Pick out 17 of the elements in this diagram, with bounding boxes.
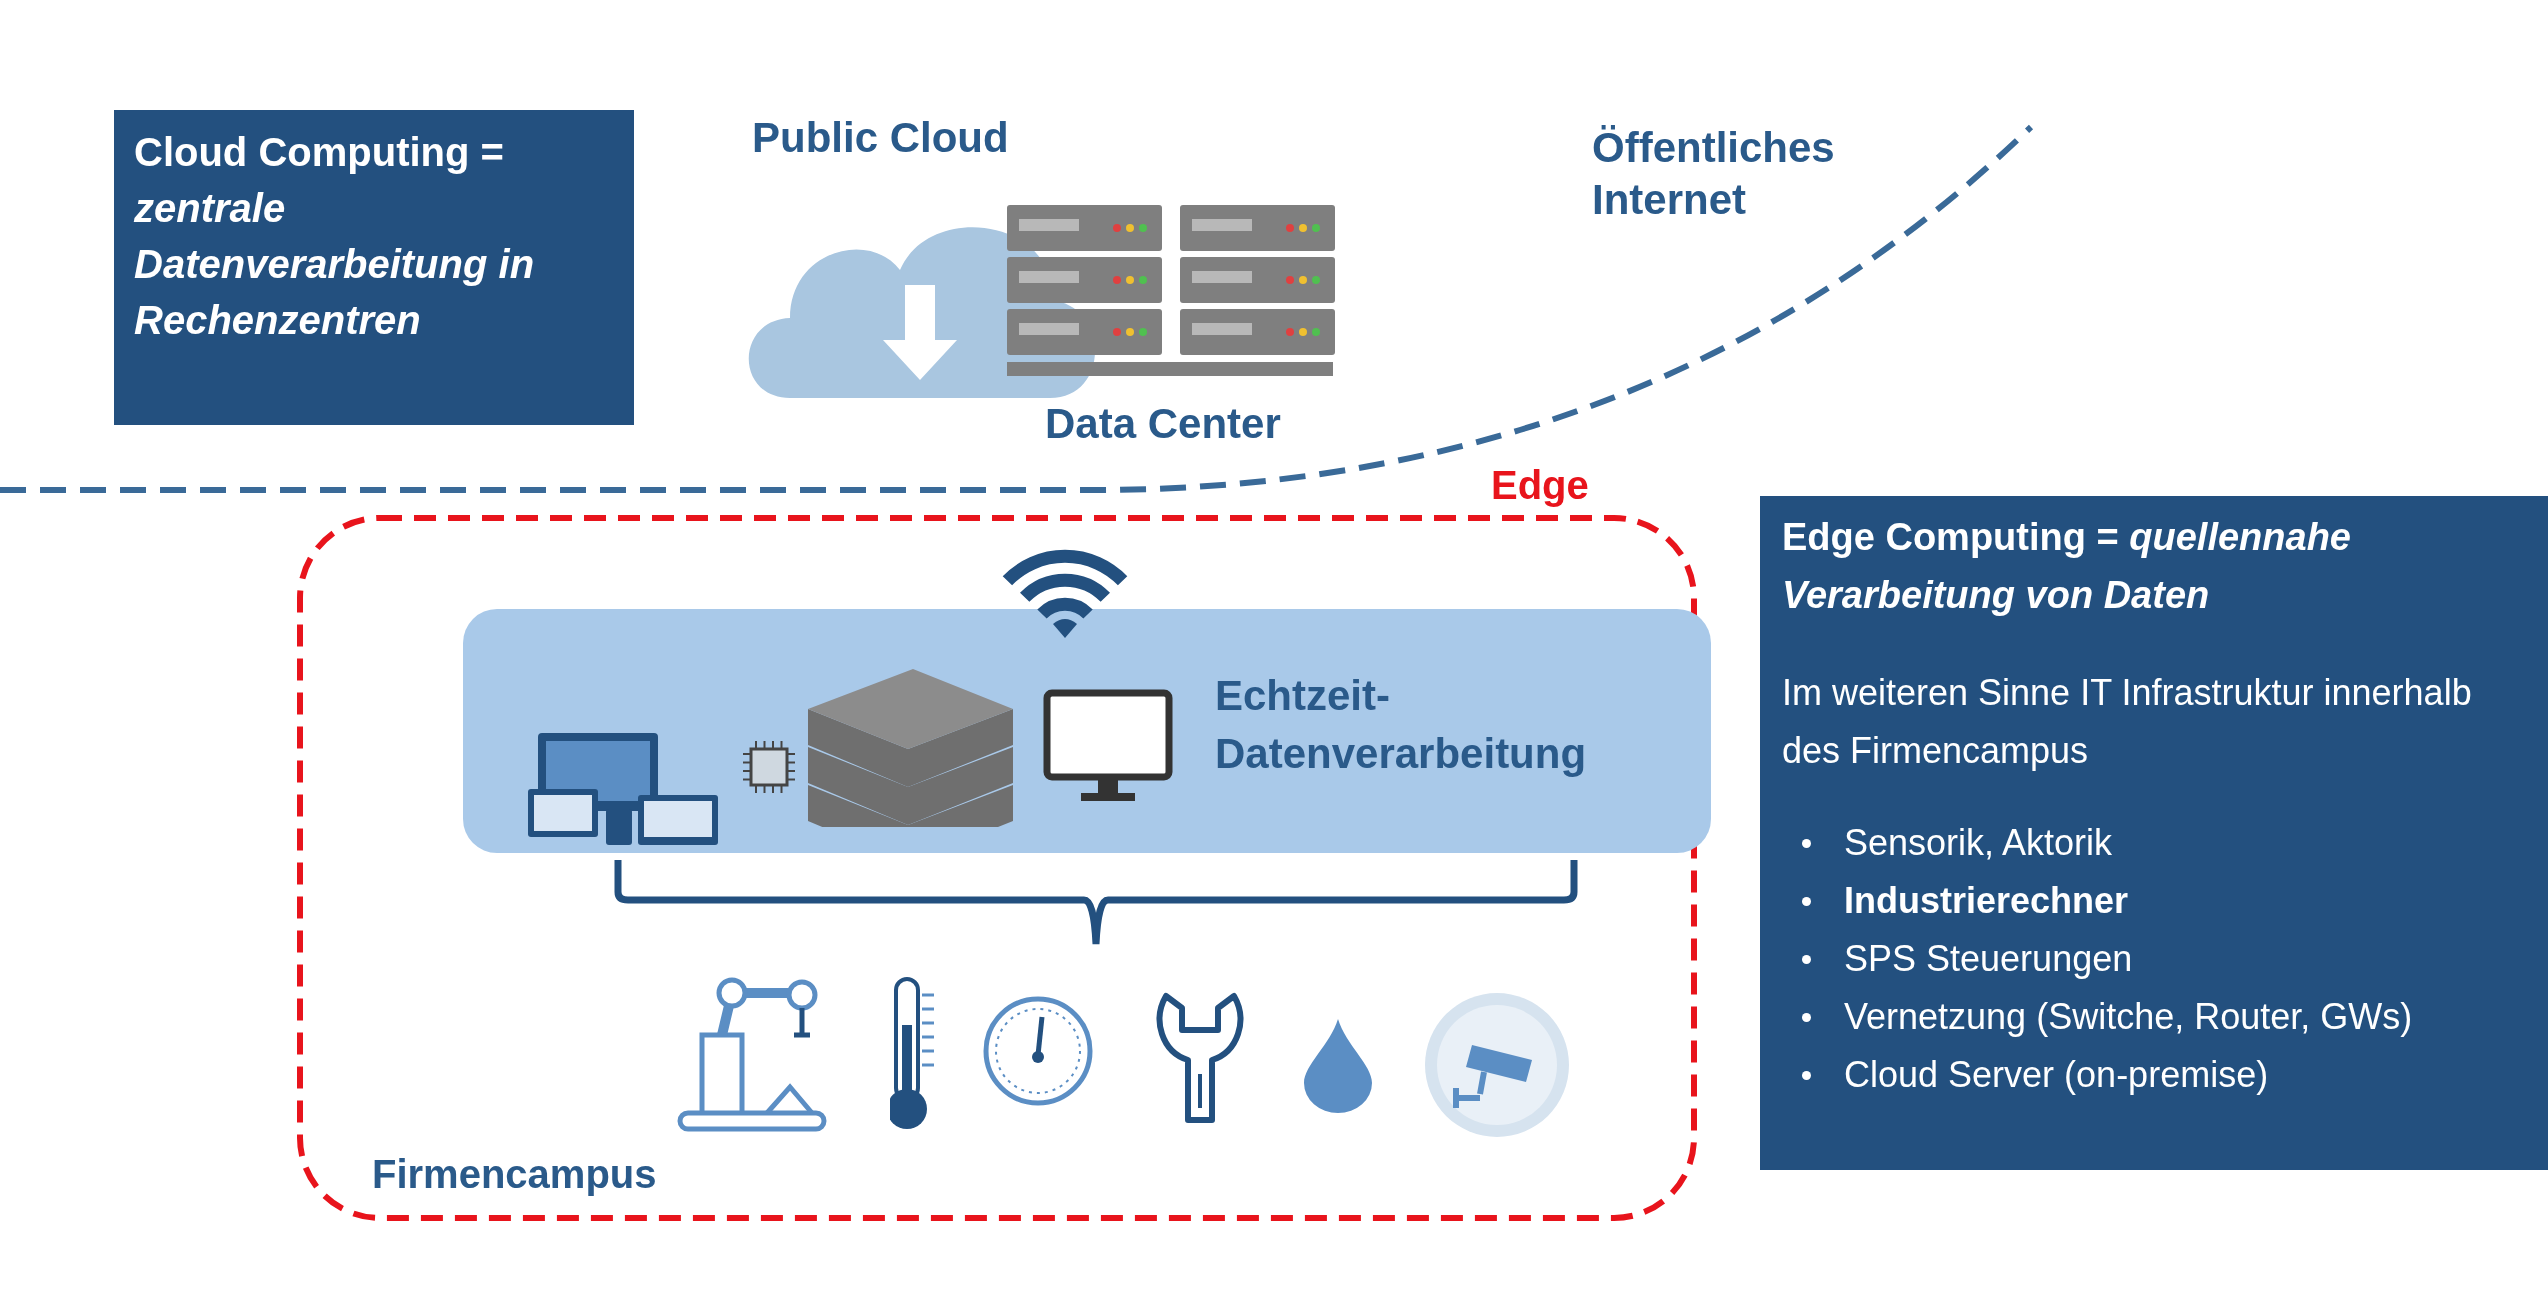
panel-text: Im weiteren Sinne IT Infrastruktur innerhalb des Firmencampus (1782, 671, 2473, 773)
caption-label: Data Center (1045, 399, 1282, 449)
list-item: Cloud Server (on-premise) (1844, 1054, 2269, 1095)
edge-computing-panel (1760, 496, 2548, 1170)
cloud-computing-panel (114, 110, 634, 425)
list-item: Sensorik, Aktorik (1844, 822, 2113, 863)
processing-band (463, 609, 1711, 853)
panel-heading: Edge Computing = quellennahe Verarbeitung von Daten (1782, 515, 2352, 618)
list-item: Industrierechner (1844, 880, 2129, 921)
band-label: Echtzeit-Datenverarbeitung (1215, 671, 1588, 779)
list-item: Vernetzung (Switche, Router, GWs) (1844, 996, 2413, 1037)
region-label: Öffentliches Internet (1592, 123, 1836, 225)
region-label: Firmencampus (372, 1151, 657, 1198)
region-heading: Edge (1491, 462, 1589, 508)
list-item: SPS Steuerungen (1844, 938, 2133, 979)
caption-label: Public Cloud (752, 113, 1010, 163)
panel-heading: Cloud Computing = zentrale Datenverarbeitung in Rechenzentren (134, 129, 536, 344)
